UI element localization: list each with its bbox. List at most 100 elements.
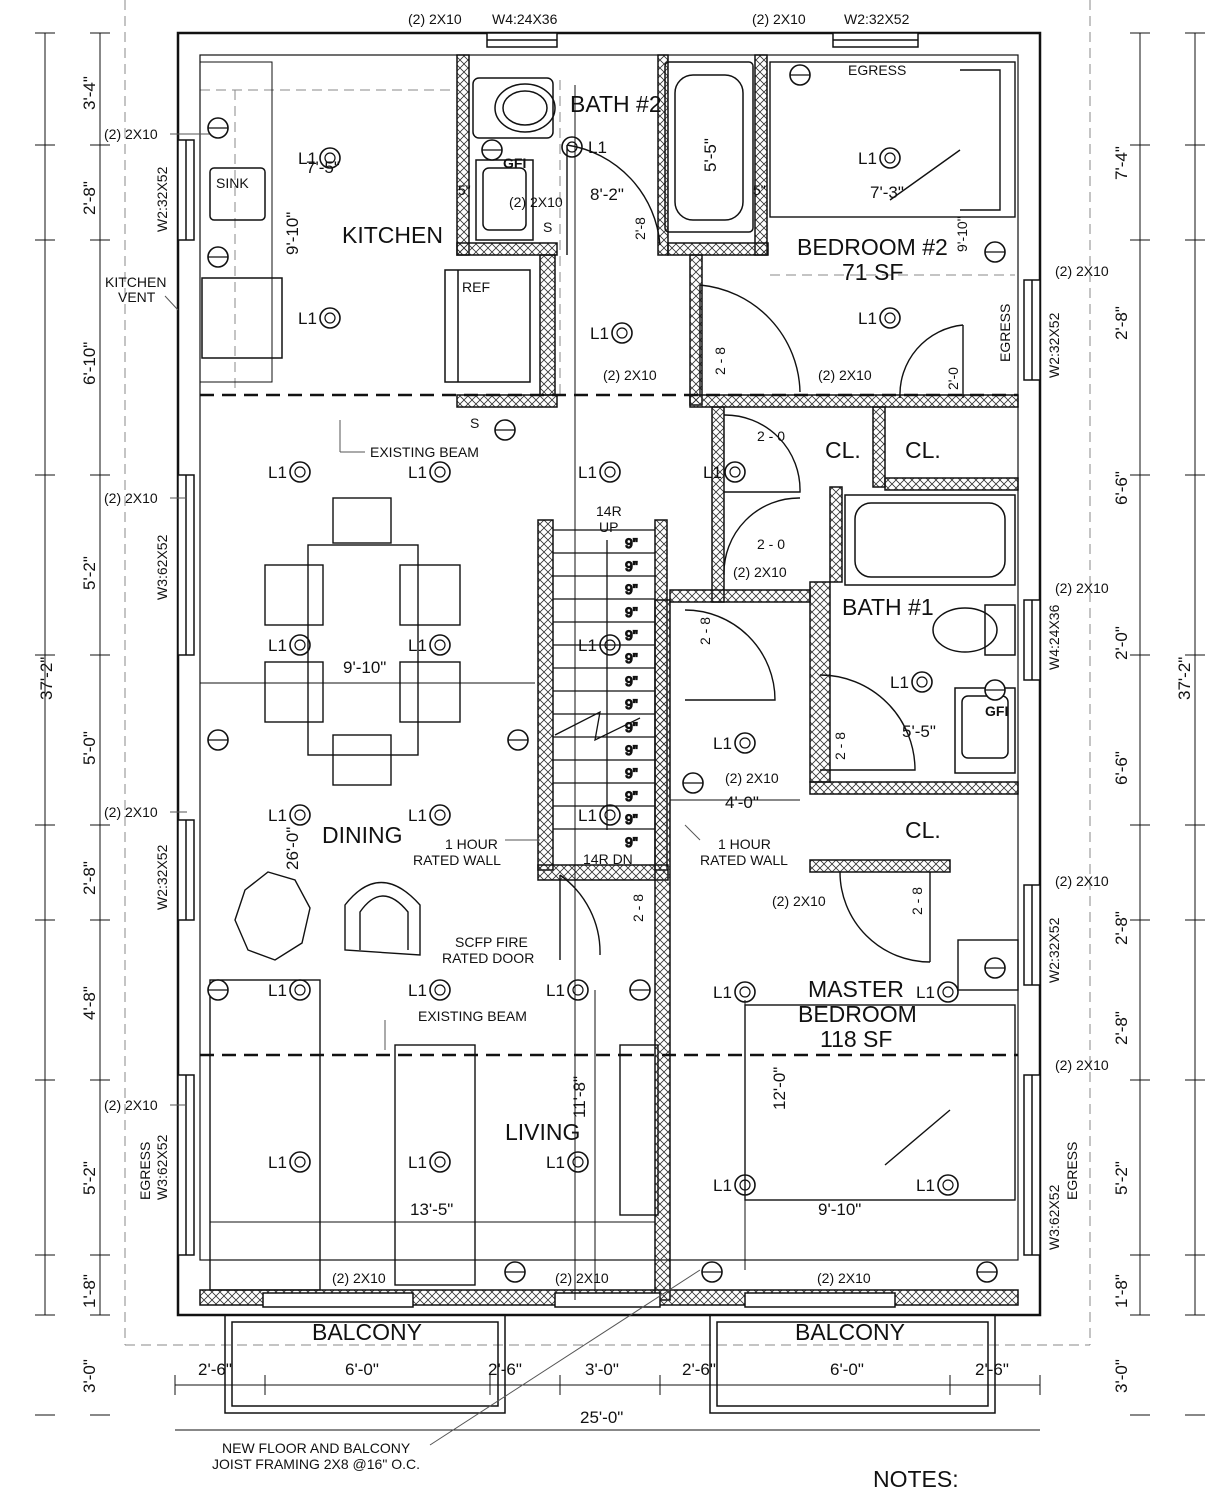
master-label-2: BEDROOM (798, 1001, 917, 1027)
bottom-dim-6: 2'-6" (975, 1360, 1009, 1379)
stair-dn: 14R DN (583, 851, 633, 867)
joist-2: JOIST FRAMING 2X8 @16" O.C. (212, 1456, 420, 1472)
bottom-dim-4: 2'-6" (682, 1360, 716, 1379)
header-int-4: (2) 2X10 (725, 770, 779, 786)
bath1-fixtures (844, 494, 1016, 774)
light-label: L1 (890, 673, 909, 692)
ceiling-light-icon (429, 979, 451, 1001)
dining-w-dim: 9'-10" (343, 658, 386, 677)
egress-right-2: EGRESS (1064, 1142, 1080, 1200)
bed2-h-dim: 9'-10" (954, 216, 970, 252)
bed2-w-dim: 7'-3" (870, 183, 904, 202)
overall-dim-right: 37'-2" (1175, 657, 1194, 700)
right-dim-2: 6'-6" (1112, 471, 1131, 505)
master-h-dim: 12'-0" (770, 1067, 789, 1110)
bath1-w-dim: 5'-5" (902, 722, 936, 741)
light-label: L1 (268, 981, 287, 1000)
notes-label: NOTES: (873, 1466, 959, 1492)
dashed-limits (124, 0, 1091, 1346)
living-w-dim: 13'-5" (410, 1200, 453, 1219)
bottom-dim-5: 6'-0" (830, 1360, 864, 1379)
door-dim-cl1: 2 - 0 (757, 428, 785, 444)
balcony-label-1: BALCONY (312, 1319, 422, 1345)
ceiling-light-icon (561, 136, 583, 158)
outlet-icon (207, 979, 229, 1001)
light-label: L1 (578, 636, 597, 655)
light-label: L1 (858, 149, 877, 168)
left-dim-4: 5'-0" (80, 731, 99, 765)
balcony-label-2: BALCONY (795, 1319, 905, 1345)
header-int-1: (2) 2X10 (603, 367, 657, 383)
left-dim-9: 3'-0" (80, 1359, 99, 1393)
header-int-3: (2) 2X10 (733, 564, 787, 580)
bath2-fixtures (472, 61, 754, 241)
bath2-label: BATH #2 (570, 91, 662, 117)
dining-furniture (234, 497, 461, 961)
window-top-w2: W2:32X52 (844, 11, 910, 27)
light-label: L1 (268, 636, 287, 655)
tread-dim: 9" (625, 696, 638, 712)
light-label: L1 (408, 636, 427, 655)
left-dim-6: 4'-8" (80, 986, 99, 1020)
tread-dim: 9" (625, 673, 638, 689)
outlet-icon (976, 1261, 998, 1283)
window-right-w2-1: W2:32X52 (1046, 312, 1062, 378)
window-left-w3-1: W3:62X52 (154, 534, 170, 600)
right-dim-9: 3'-0" (1112, 1359, 1131, 1393)
header-int-6: (2) 2X10 (509, 194, 563, 210)
bottom-dim-2: 2'-6" (488, 1360, 522, 1379)
light-label: L1 (298, 149, 317, 168)
gfi-label-2: GFI (985, 703, 1008, 719)
ceiling-light-icon (734, 981, 756, 1003)
ceiling-light-icon (734, 732, 756, 754)
master-area: 118 SF (820, 1026, 892, 1052)
light-label: L1 (588, 138, 607, 157)
balconies (224, 1314, 996, 1414)
ceiling-light-icon (937, 1174, 959, 1196)
window-right-w3: W3:62X52 (1046, 1184, 1062, 1250)
light-label: L1 (590, 324, 609, 343)
light-label: L1 (546, 981, 565, 1000)
switch-label: S (543, 219, 552, 235)
five-dim-2: 5" (753, 182, 766, 198)
stair-up-2: UP (599, 519, 618, 535)
kitchen-h-dim: 9'-10" (283, 212, 302, 255)
outlet-icon (789, 64, 811, 86)
fire-door-2: RATED DOOR (442, 950, 534, 966)
left-dim-2: 6'-10" (80, 342, 99, 385)
master-label: MASTER (808, 976, 904, 1002)
bedroom2-label: BEDROOM #2 (797, 234, 948, 260)
tread-dim: 9" (625, 834, 638, 850)
ceiling-light-icon (289, 979, 311, 1001)
outlet-icon (701, 1261, 723, 1283)
five-dim-1: 5" (458, 182, 471, 198)
header-bot-1: (2) 2X10 (332, 1270, 386, 1286)
right-dim-7: 5'-2" (1112, 1161, 1131, 1195)
ceiling-light-icon (429, 1151, 451, 1173)
right-dim-5: 2'-8" (1112, 911, 1131, 945)
outlet-icon (207, 246, 229, 268)
right-dim-8: 1'-8" (1112, 1274, 1131, 1308)
header-right-3: (2) 2X10 (1055, 873, 1109, 889)
rated-wall-2a: 1 HOUR (718, 836, 771, 852)
header-int-5: (2) 2X10 (772, 893, 826, 909)
joist-1: NEW FLOOR AND BALCONY (222, 1440, 411, 1456)
light-label: L1 (858, 309, 877, 328)
ceiling-light-icon (429, 804, 451, 826)
light-label: L1 (713, 734, 732, 753)
windows (177, 32, 1041, 1308)
overall-dim-left: 37'-2" (37, 657, 56, 700)
light-label: L1 (408, 1153, 427, 1172)
ceiling-light-icon (599, 461, 621, 483)
ceiling-light-icon (289, 804, 311, 826)
door-dim-hall: 2 - 8 (697, 617, 713, 645)
left-dim-8: 1'-8" (80, 1274, 99, 1308)
gfi-label-1: GFI (503, 155, 526, 171)
light-label: L1 (578, 806, 597, 825)
existing-beam-1: EXISTING BEAM (370, 444, 479, 460)
bottom-overall-dim: 25'-0" (580, 1408, 623, 1427)
dimension-lines (44, 33, 1196, 1431)
left-dim-7: 5'-2" (80, 1161, 99, 1195)
switch-label: S (470, 415, 479, 431)
